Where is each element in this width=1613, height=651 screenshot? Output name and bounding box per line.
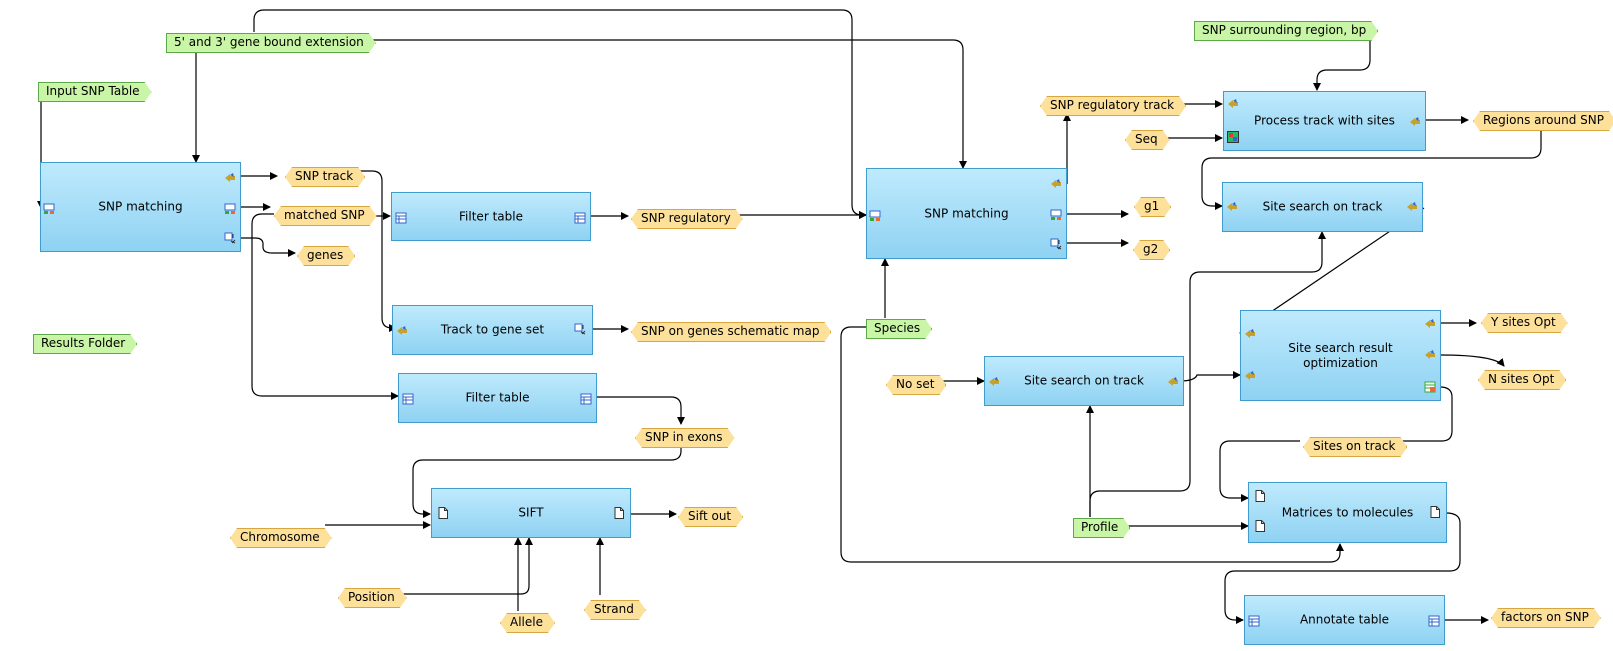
- wire-opt-to-nsites: [1439, 354, 1505, 367]
- table-output-icon[interactable]: [224, 203, 236, 215]
- track-input-icon[interactable]: [43, 203, 55, 215]
- node-title: SNP matching: [98, 199, 183, 214]
- node-site-search-2[interactable]: Site search on track: [984, 356, 1184, 406]
- node-filter-table-1[interactable]: Filter table: [391, 192, 591, 241]
- table-output-icon[interactable]: [1050, 209, 1062, 221]
- input-results-folder[interactable]: Results Folder: [33, 334, 135, 352]
- table-output-icon[interactable]: [574, 212, 586, 224]
- wire-matched-to-filter2: [251, 213, 399, 400]
- track-input-icon[interactable]: [1244, 370, 1256, 382]
- geneset-output-icon[interactable]: [1050, 238, 1062, 250]
- node-snp-matching-2[interactable]: SNP matching: [866, 168, 1067, 259]
- node-title: Filter table: [459, 209, 523, 223]
- node-title: Site search on track: [1024, 373, 1144, 388]
- track-input-icon[interactable]: [869, 210, 881, 222]
- wire-filter2-to-exons: [596, 396, 685, 425]
- node-title: Matrices to molecules: [1281, 505, 1414, 519]
- wire-to-genes: [241, 237, 296, 257]
- input-gene-bound-extension[interactable]: 5' and 3' gene bound extension: [166, 33, 374, 51]
- track-output-icon[interactable]: [1424, 318, 1436, 330]
- table-input-icon[interactable]: [1248, 615, 1260, 627]
- input-snp-surrounding-region[interactable]: SNP surrounding region, bp: [1194, 21, 1376, 39]
- track-input-icon[interactable]: [1244, 328, 1256, 340]
- file-input-icon[interactable]: [1254, 520, 1266, 532]
- track-input-icon[interactable]: [988, 376, 1000, 388]
- track-input-icon[interactable]: [1227, 98, 1239, 110]
- node-title: Site search on track: [1262, 199, 1383, 214]
- var-n-sites-opt[interactable]: N sites Opt: [1478, 370, 1564, 388]
- track-output-icon[interactable]: [1424, 349, 1436, 361]
- node-site-search-optimization[interactable]: Site search result optimization: [1240, 310, 1441, 401]
- wire-snptrack-to-tracktogene: [356, 170, 397, 332]
- track-output-icon[interactable]: [1406, 201, 1418, 213]
- geneset-output-icon[interactable]: [224, 232, 236, 244]
- sequence-input-icon[interactable]: [1227, 131, 1239, 143]
- node-title: Annotate table: [1299, 612, 1390, 627]
- wire-position-to-sift: [399, 537, 533, 595]
- geneset-output-icon[interactable]: [574, 323, 586, 335]
- table-output-icon[interactable]: [580, 393, 592, 405]
- var-snp-regulatory[interactable]: SNP regulatory: [631, 209, 741, 227]
- wire-extension-to-matching2-a: [345, 39, 967, 169]
- node-matrices-to-molecules[interactable]: Matrices to molecules: [1248, 482, 1447, 543]
- node-process-track[interactable]: Process track with sites: [1223, 91, 1426, 151]
- var-sites-on-track[interactable]: Sites on track: [1303, 437, 1405, 455]
- node-title: Filter table: [465, 390, 530, 405]
- var-no-set[interactable]: No set: [886, 375, 944, 393]
- input-profile[interactable]: Profile: [1073, 518, 1128, 536]
- wire-sitesearch2-to-opt: [1179, 371, 1241, 382]
- var-snp-on-genes-map[interactable]: SNP on genes schematic map: [631, 322, 829, 340]
- var-chromosome[interactable]: Chromosome: [230, 528, 330, 546]
- file-output-icon[interactable]: [1429, 506, 1441, 518]
- node-annotate-table[interactable]: Annotate table: [1244, 595, 1445, 645]
- node-sift[interactable]: SIFT: [431, 488, 631, 538]
- node-title: Site search result optimization: [1288, 340, 1393, 370]
- var-snp-regulatory-track[interactable]: SNP regulatory track: [1040, 96, 1184, 114]
- var-snp-in-exons[interactable]: SNP in exons: [635, 428, 733, 446]
- node-track-to-gene-set[interactable]: Track to gene set: [392, 305, 593, 355]
- node-title: Track to gene set: [440, 322, 545, 337]
- table-input-icon[interactable]: [402, 393, 414, 405]
- track-input-icon[interactable]: [1226, 201, 1238, 213]
- var-regions-around-snp[interactable]: Regions around SNP: [1473, 111, 1613, 129]
- var-y-sites-opt[interactable]: Y sites Opt: [1481, 313, 1566, 331]
- node-title: Process track with sites: [1254, 113, 1395, 128]
- node-title: SNP matching: [924, 206, 1009, 220]
- input-species[interactable]: Species: [866, 319, 930, 337]
- track-output-icon[interactable]: [1409, 116, 1421, 128]
- var-sift-out[interactable]: Sift out: [678, 507, 741, 525]
- var-seq[interactable]: Seq: [1125, 130, 1168, 148]
- track-output-icon[interactable]: [224, 172, 236, 184]
- file-output-icon[interactable]: [613, 507, 625, 519]
- var-matched-snp[interactable]: matched SNP: [274, 206, 375, 224]
- track-output-icon[interactable]: [1167, 376, 1179, 388]
- file-input-icon[interactable]: [1254, 490, 1266, 502]
- file-input-icon[interactable]: [437, 507, 449, 519]
- var-g2[interactable]: g2: [1133, 240, 1168, 258]
- table-output-icon[interactable]: [1428, 615, 1440, 627]
- var-allele[interactable]: Allele: [500, 613, 553, 631]
- node-title: SIFT: [518, 505, 544, 520]
- var-snp-track[interactable]: SNP track: [285, 167, 363, 185]
- var-position[interactable]: Position: [338, 588, 405, 606]
- node-filter-table-2[interactable]: Filter table: [398, 373, 597, 423]
- table-input-icon[interactable]: [395, 212, 407, 224]
- node-site-search-1[interactable]: Site search on track: [1222, 182, 1423, 232]
- var-g1[interactable]: g1: [1134, 197, 1169, 215]
- node-snp-matching-1[interactable]: SNP matching: [40, 162, 241, 252]
- sites-output-icon[interactable]: [1424, 381, 1436, 393]
- track-input-icon[interactable]: [396, 325, 408, 337]
- track-output-icon[interactable]: [1050, 178, 1062, 190]
- var-genes[interactable]: genes: [297, 246, 353, 264]
- var-factors-on-snp[interactable]: factors on SNP: [1491, 608, 1599, 626]
- input-snp-table[interactable]: Input SNP Table: [38, 82, 150, 100]
- var-strand[interactable]: Strand: [584, 600, 644, 618]
